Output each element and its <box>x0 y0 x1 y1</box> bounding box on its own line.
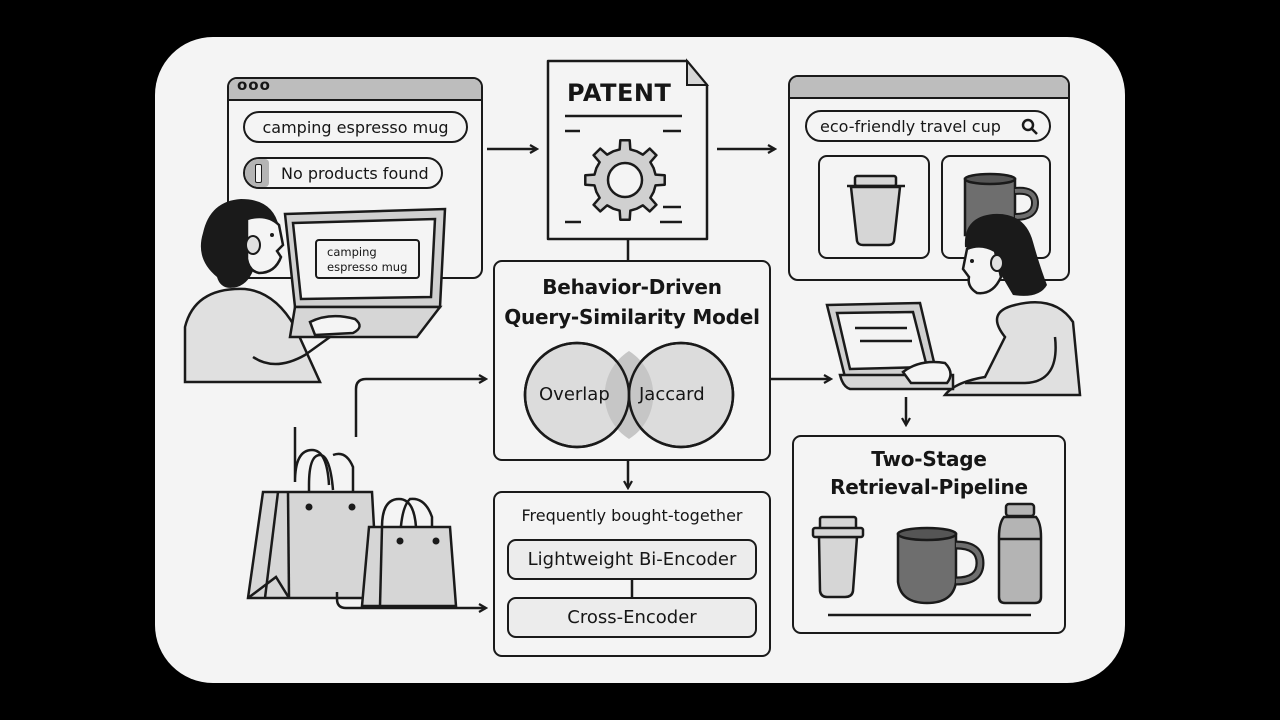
venn-diagram <box>523 341 735 449</box>
window-dots-icon: ooo <box>237 77 271 94</box>
patent-label: PATENT <box>567 79 672 107</box>
alert-icon <box>245 159 269 187</box>
left-search-query: camping espresso mug <box>262 117 449 137</box>
pipeline-title-line1: Two-Stage <box>871 447 987 471</box>
right-browser-titlebar <box>790 77 1068 99</box>
arrow-bags-to-model <box>354 379 486 437</box>
venn-label-overlap: Overlap <box>539 384 610 405</box>
bi-encoder-label: Lightweight Bi-Encoder <box>527 549 737 570</box>
model-title-line2: Query-Similarity Model <box>504 305 760 329</box>
laptop-screen-query-text: camping espresso mug <box>327 245 408 274</box>
shopping-bags-icon <box>246 427 458 608</box>
venn-label-jaccard: Jaccard <box>639 384 705 405</box>
woman-browsing-illustration <box>825 213 1082 397</box>
search-icon[interactable] <box>1021 118 1039 136</box>
cross-encoder-label: Cross-Encoder <box>567 607 697 628</box>
no-results-text: No products found <box>281 163 429 183</box>
cross-encoder-stage: Cross-Encoder <box>507 597 757 638</box>
pipeline-products-illustration <box>811 502 1043 617</box>
laptop-screen-query-box: camping espresso mug <box>315 239 420 279</box>
right-search-query: eco-friendly travel cup <box>820 116 1001 136</box>
flow-connectors <box>335 37 1125 683</box>
left-search-input[interactable]: camping espresso mug <box>243 111 468 143</box>
pipeline-travel-cup-icon <box>811 515 865 599</box>
right-search-input[interactable]: eco-friendly travel cup <box>805 110 1051 142</box>
bi-encoder-stage: Lightweight Bi-Encoder <box>507 539 757 580</box>
pipeline-title-line2: Retrieval-Pipeline <box>830 475 1028 499</box>
diagram-canvas: ooo camping espresso mug No products fou… <box>155 37 1125 683</box>
pipeline-mug-icon <box>896 526 985 605</box>
left-browser-titlebar: ooo <box>229 79 481 101</box>
pipeline-bottle-icon <box>997 502 1043 605</box>
model-title-line1: Behavior-Driven <box>542 275 722 299</box>
encoder-header: Frequently bought-together <box>521 506 743 525</box>
travel-cup-icon <box>847 174 905 247</box>
result-card-travel-cup[interactable] <box>818 155 930 259</box>
arrow-bags-to-encoder-path <box>335 592 486 608</box>
gear-icon <box>584 139 666 221</box>
no-results-message: No products found <box>243 157 443 189</box>
